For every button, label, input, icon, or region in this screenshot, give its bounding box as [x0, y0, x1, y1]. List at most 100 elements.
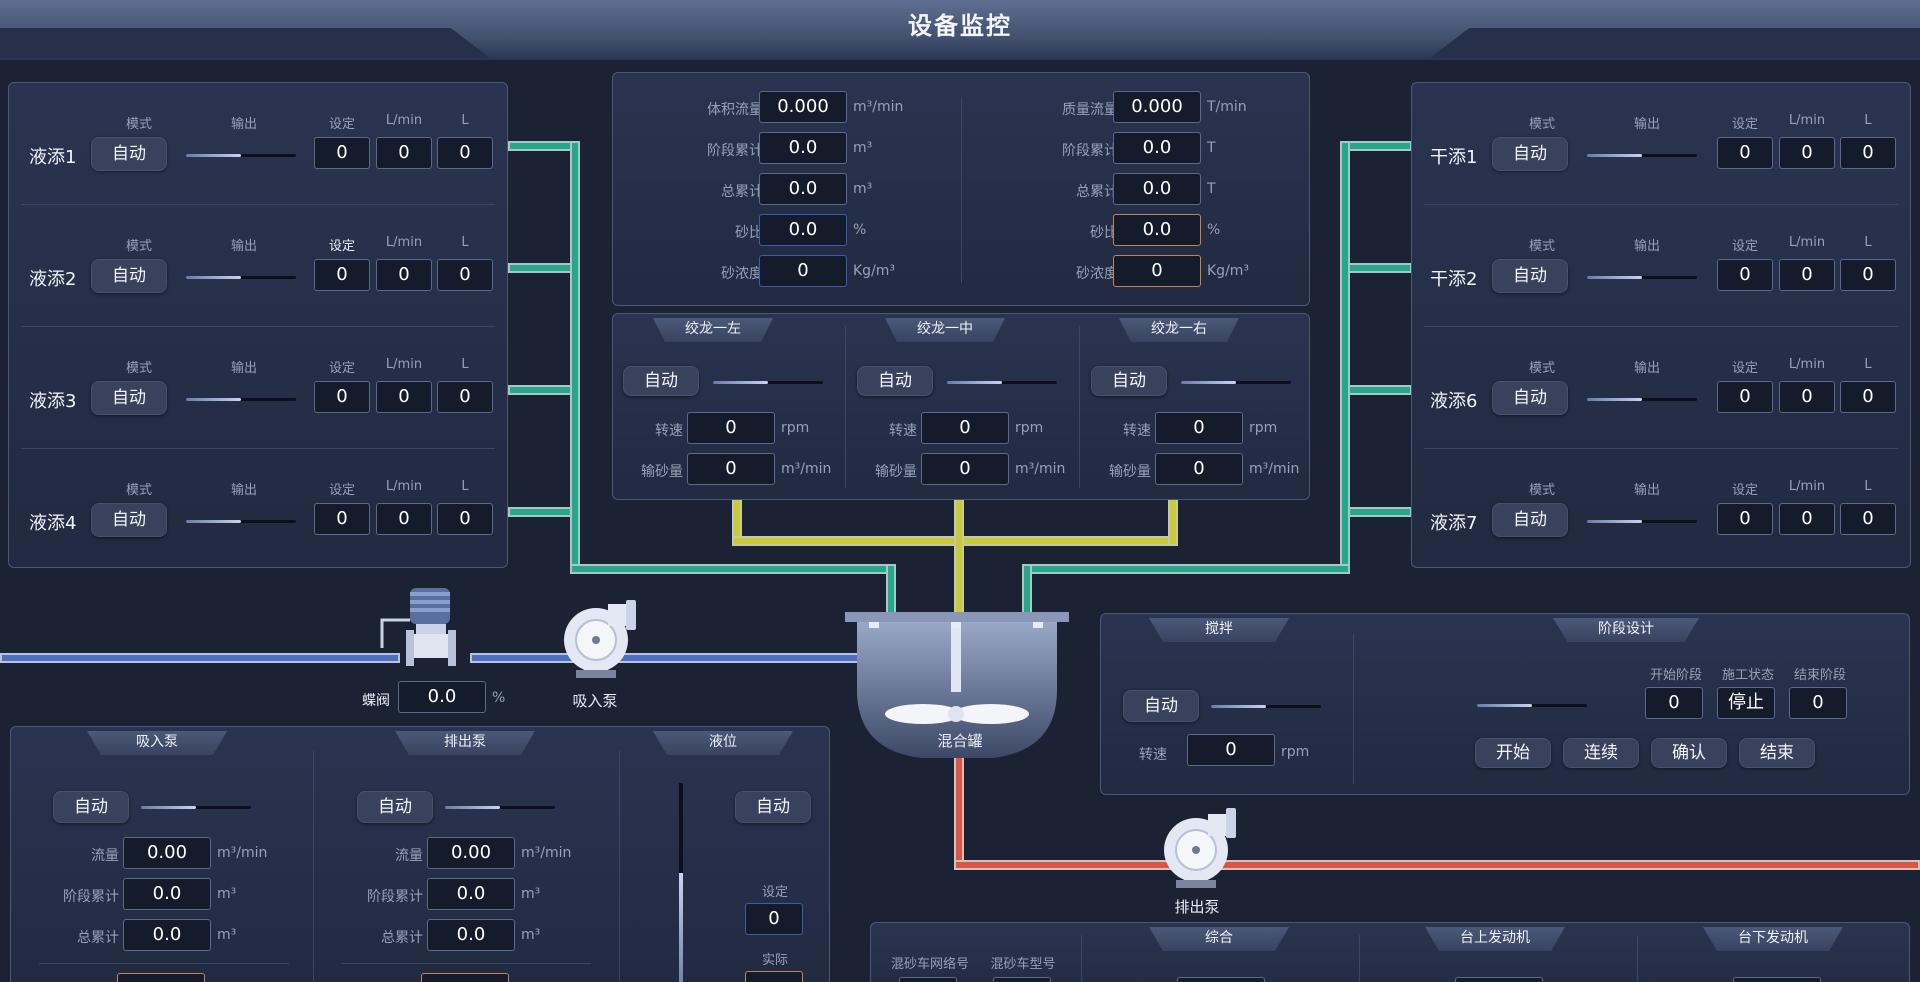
valve-opening-field[interactable]: 0.0 — [398, 681, 486, 713]
discharge-output-slider[interactable] — [445, 806, 555, 809]
engine-panel: 混砂车网络号 混砂车型号 综合 台上发动机 台下发动机 — [870, 922, 1910, 982]
output-slider[interactable] — [1587, 398, 1697, 401]
l-header: L — [461, 235, 469, 250]
flow-unit: T/min — [1207, 99, 1247, 115]
output-header: 输出 — [1633, 239, 1660, 254]
mode-button[interactable]: 自动 — [1492, 259, 1568, 293]
additive-row: 模式 输出 设定 L/min L 液添1 自动 0 0 0 — [9, 83, 507, 205]
auger-output-slider[interactable] — [947, 381, 1057, 384]
speed-unit: rpm — [1015, 420, 1044, 436]
discharge-mode-button[interactable]: 自动 — [357, 791, 433, 823]
l-field: 0 — [1840, 259, 1896, 291]
lmin-header: L/min — [385, 357, 423, 372]
output-header: 输出 — [230, 483, 257, 498]
output-slider[interactable] — [186, 276, 296, 279]
auger-mode-button[interactable]: 自动 — [857, 366, 933, 396]
set-header: 设定 — [328, 117, 355, 132]
mode-header: 模式 — [1528, 483, 1555, 498]
output-header: 输出 — [230, 239, 257, 254]
auger-mode-button[interactable]: 自动 — [623, 366, 699, 396]
sand-concentration-value[interactable]: 0 — [759, 255, 847, 287]
output-slider[interactable] — [186, 398, 296, 401]
level-mode-button[interactable]: 自动 — [735, 791, 811, 823]
suction-setpoint-field[interactable] — [117, 973, 205, 982]
lmin-field: 0 — [1779, 503, 1835, 535]
mode-button[interactable]: 自动 — [91, 381, 167, 415]
mode-button[interactable]: 自动 — [1492, 503, 1568, 537]
lmin-field: 0 — [1779, 381, 1835, 413]
lmin-field: 0 — [376, 137, 432, 169]
lmin-field: 0 — [1779, 137, 1835, 169]
stir-speed-field[interactable]: 0 — [1187, 734, 1275, 766]
l-field: 0 — [1840, 137, 1896, 169]
additive-name: 液添1 — [29, 147, 77, 168]
set-field[interactable]: 0 — [1717, 259, 1773, 291]
start-button[interactable]: 开始 — [1475, 738, 1551, 768]
sand-concentration-value[interactable]: 0 — [1113, 255, 1201, 287]
mode-button[interactable]: 自动 — [91, 503, 167, 537]
stir-speed-label: 转速 — [1139, 747, 1167, 763]
set-field[interactable]: 0 — [314, 503, 370, 535]
upper-engine-field — [1455, 977, 1543, 982]
mode-button[interactable]: 自动 — [91, 259, 167, 293]
suction-flow-field: 0.00 — [123, 837, 211, 869]
suction-output-slider[interactable] — [141, 806, 251, 809]
auger-output-slider[interactable] — [713, 381, 823, 384]
output-slider[interactable] — [1587, 520, 1697, 523]
auger-middle-tab: 绞龙一中 — [885, 318, 1005, 342]
l-header: L — [1864, 357, 1872, 372]
sand-ratio-value[interactable]: 0.0 — [759, 214, 847, 246]
stage-slider[interactable] — [1477, 704, 1587, 707]
set-header: 设定 — [1731, 239, 1758, 254]
auger-output-slider[interactable] — [1181, 381, 1291, 384]
flow-label: 体积流量 — [707, 102, 763, 118]
set-field[interactable]: 0 — [1717, 381, 1773, 413]
flow-label: 质量流量 — [1062, 102, 1118, 118]
mode-button[interactable]: 自动 — [91, 137, 167, 171]
discharge-stage-label: 阶段累计 — [367, 889, 423, 905]
output-slider[interactable] — [186, 520, 296, 523]
auger-mode-button[interactable]: 自动 — [1091, 366, 1167, 396]
start-stage-field[interactable]: 0 — [1645, 687, 1703, 719]
upper-engine-tab[interactable]: 台上发动机 — [1425, 927, 1565, 951]
mode-button[interactable]: 自动 — [1492, 137, 1568, 171]
suction-pump-label: 吸入泵 — [572, 692, 618, 710]
flow-unit: Kg/m³ — [1207, 263, 1250, 279]
sand-ratio-value[interactable]: 0.0 — [1113, 214, 1201, 246]
l-header: L — [461, 357, 469, 372]
auger-speed-field[interactable]: 0 — [687, 412, 775, 444]
flow-label: 阶段累计 — [707, 143, 763, 159]
auger-speed-field[interactable]: 0 — [1155, 412, 1243, 444]
end-stage-label: 结束阶段 — [1793, 668, 1846, 683]
set-field[interactable]: 0 — [314, 381, 370, 413]
set-field[interactable]: 0 — [1717, 137, 1773, 169]
mode-header: 模式 — [125, 361, 152, 376]
output-slider[interactable] — [186, 154, 296, 157]
level-set-field[interactable]: 0 — [745, 903, 803, 935]
output-slider[interactable] — [1587, 154, 1697, 157]
set-field[interactable]: 0 — [1717, 503, 1773, 535]
blender-model-field[interactable] — [993, 977, 1051, 982]
additive-row: 模式 输出 设定 L/min L 液添2 自动 0 0 0 — [9, 205, 507, 327]
l-field: 0 — [437, 381, 493, 413]
mode-button[interactable]: 自动 — [1492, 381, 1568, 415]
continue-button[interactable]: 连续 — [1563, 738, 1639, 768]
blender-network-field[interactable] — [899, 977, 957, 982]
discharge-setpoint-field[interactable] — [421, 973, 509, 982]
auger-speed-field[interactable]: 0 — [921, 412, 1009, 444]
level-gauge — [679, 783, 683, 982]
suction-mode-button[interactable]: 自动 — [53, 791, 129, 823]
stir-mode-button[interactable]: 自动 — [1123, 690, 1199, 722]
lmin-field: 0 — [376, 381, 432, 413]
confirm-button[interactable]: 确认 — [1651, 738, 1727, 768]
end-stage-field[interactable]: 0 — [1789, 687, 1847, 719]
summary-tab[interactable]: 综合 — [1149, 927, 1289, 951]
set-field[interactable]: 0 — [314, 137, 370, 169]
lmin-header: L/min — [385, 113, 423, 128]
speed-label: 转速 — [655, 423, 683, 439]
set-field[interactable]: 0 — [314, 259, 370, 291]
stir-output-slider[interactable] — [1211, 705, 1321, 708]
lower-engine-tab[interactable]: 台下发动机 — [1703, 927, 1843, 951]
output-slider[interactable] — [1587, 276, 1697, 279]
end-button[interactable]: 结束 — [1739, 738, 1815, 768]
